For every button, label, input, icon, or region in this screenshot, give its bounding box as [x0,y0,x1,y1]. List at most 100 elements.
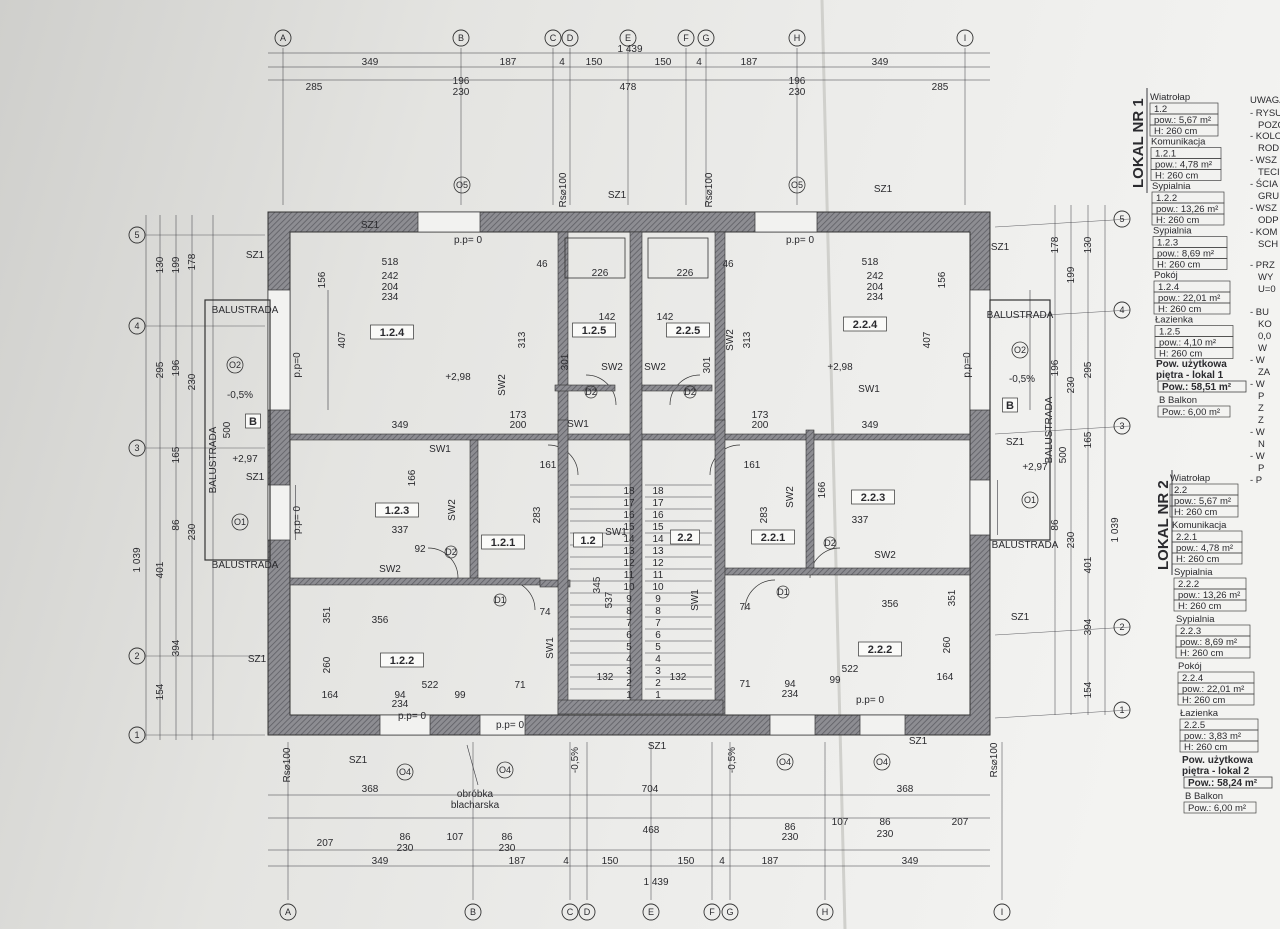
grid-axis-label-3: 3 [1119,421,1124,431]
legend-room-id: 2.2.2 [1178,579,1199,590]
downpipe-label: Rs⌀100 [282,747,293,782]
legend-room-area: pow.: 3,83 m² [1184,731,1241,742]
slope-mark: -0,5% [227,390,253,401]
legend-room-name: Pokój [1178,661,1202,672]
legend-room-area: pow.: 13,26 m² [1156,204,1218,215]
grid-axis-bubble [561,903,579,921]
interior-dimension: 351 [322,606,333,623]
interior-dimension: 142 [657,312,674,323]
window [754,211,818,233]
room-label-box [380,652,424,668]
interior-dimension: 204 [382,282,399,293]
legend-room-id: 1.2.4 [1158,282,1179,293]
legend-room-id: 2.2.4 [1182,673,1203,684]
window [769,714,816,736]
door-tag [776,585,790,599]
legend-room-id: 1.2.1 [1155,149,1176,160]
legend-note-line: - KOM [1250,227,1278,238]
door-swing-arc [669,374,701,406]
sill-height-label: p.p= 0 [292,506,303,535]
wall-type-label: SW2 [644,362,666,373]
room-label-box [670,529,700,545]
dimension-left: 401 [155,561,166,578]
door-swing-arc [744,579,776,611]
stair-step-number: 7 [655,618,661,629]
legend-room-name: Sypialnia [1153,226,1192,237]
legend-cell [1177,693,1255,706]
grid-axis-bubble [128,439,146,457]
exterior-wall [267,211,991,736]
grid-axis-label-5: 5 [134,230,139,240]
interior-dimension: 92 [414,544,426,555]
room-label-box [245,413,261,429]
dimension-left: 230 [187,523,198,540]
grid-axis-bubble [703,903,721,921]
dimension-bottom-total: 1 439 [643,877,668,888]
grid-axis-label-E: E [625,33,631,43]
wall-type-label: SZ1 [608,190,627,201]
dimension-right: 401 [1083,556,1094,573]
grid-axis-bubble [544,29,562,47]
room-label: 1.2.5 [582,325,606,337]
window [969,289,991,411]
stair-step-number: 14 [652,534,664,545]
window-tag [226,356,244,374]
dimension-bottom: 86 [399,832,411,843]
dimension-bottom: 704 [642,784,659,795]
balustrade-label: BALUSTRADA [1044,396,1055,463]
sill-height-label: p.p= 0 [496,720,525,731]
legend-usable-label: piętra - lokal 1 [1156,370,1224,381]
stair-step-number: 15 [652,522,664,533]
dimension-bottom: 150 [678,856,695,867]
slope-mark: -0,5% [1009,374,1035,385]
window-tag-label: O1 [1024,495,1036,505]
interior-dimension: 94 [394,690,406,701]
wall-type-label: SW1 [605,527,627,538]
dimension-bottom: 230 [499,843,516,854]
dimension-right: 230 [1066,531,1077,548]
dimension-bottom: 368 [362,784,379,795]
stair-step-number: 13 [623,546,635,557]
interior-dimension: 99 [454,690,466,701]
window [859,714,906,736]
grid-axis-bubble [619,29,637,47]
dimension-bottom: 368 [897,784,914,795]
dimension-bottom: 4 [719,856,725,867]
wall-type-label: SZ1 [909,736,928,747]
grid-axis-bubble [642,903,660,921]
window-tag-label: O4 [399,767,411,777]
window-tag [1021,491,1039,509]
interior-dimension: 156 [937,271,948,288]
legend-balcony-label: B Balkon [1159,395,1197,406]
legend-note-line: P [1258,391,1264,402]
dimension-bottom: 468 [643,825,660,836]
room-label-box [370,324,414,340]
dimension-right: 1 039 [1110,517,1121,542]
stair-step-number: 3 [626,666,632,677]
wall-type-label: SZ1 [1011,612,1030,623]
legend-room-height: H: 260 cm [1174,507,1217,518]
interior-dimension: 313 [742,331,753,348]
dimension-right: 154 [1083,681,1094,698]
interior-dimension: 337 [392,525,409,536]
window-tag [396,763,414,781]
interior-dimension: 356 [372,615,389,626]
stair-step-number: 18 [623,486,635,497]
interior-dimension: 161 [540,460,557,471]
balustrade-label: BALUSTRADA [987,310,1054,321]
legend-note-line: W [1258,343,1267,354]
dimension-left: 130 [155,256,166,273]
door-tag-label: D1 [494,595,506,605]
interior-dimension: 46 [536,259,548,270]
stair-step-number: 7 [626,618,632,629]
legend-note-line: WY [1258,272,1274,283]
legend-room-name: Sypialnia [1176,614,1215,625]
legend-room-area: pow.: 8,69 m² [1180,637,1237,648]
dimension-top: 187 [500,57,517,68]
room-label: 2.2.1 [761,532,785,544]
dimension-bottom: 349 [902,856,919,867]
legend-cell [1183,776,1273,789]
stair-step-number: 4 [626,654,632,665]
legend-room-name: Sypialnia [1174,567,1213,578]
wall-type-label: SZ1 [991,242,1010,253]
